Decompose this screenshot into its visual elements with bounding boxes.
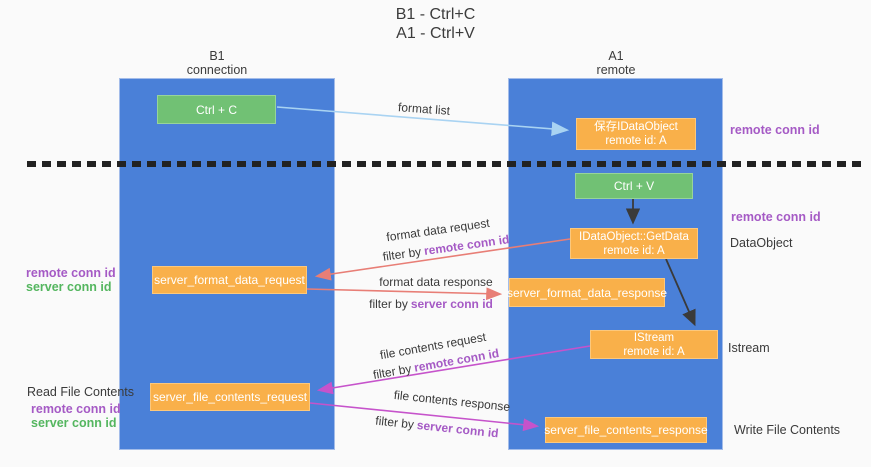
lane-a1-role: remote (596, 63, 636, 77)
getdata-line2: remote id: A (603, 244, 665, 257)
column-header-a1: A1 remote (536, 50, 696, 77)
server-format-data-request-label: server_format_data_request (154, 273, 305, 287)
save-idataobject-line2: remote id: A (605, 135, 667, 147)
istream-box: IStream remote id: A (590, 330, 718, 359)
remote-conn-id-left-1: remote conn id (26, 266, 116, 280)
save-idataobject-line1: 保存IDataObject (594, 121, 678, 133)
remote-conn-id-left-2: remote conn id (31, 402, 121, 416)
format-data-response-arrow (306, 287, 503, 301)
getdata-line1: IDataObject::GetData (579, 230, 689, 243)
save-idataobject-box: 保存IDataObject remote id: A (576, 118, 696, 150)
istream-line1: IStream (633, 331, 675, 344)
format-list-arrow (276, 106, 570, 137)
getdata-to-istream-arrow (665, 258, 696, 327)
istream-line2: remote id: A (623, 345, 685, 358)
diagram-title: B1 - Ctrl+C A1 - Ctrl+V (0, 5, 871, 43)
server-file-contents-response-label: server_file_contents_response (544, 423, 708, 437)
ctrl-c-box: Ctrl + C (157, 95, 276, 124)
read-file-contents-label: Read File Contents (27, 385, 135, 399)
server-file-contents-response-box: server_file_contents_response (544, 417, 708, 443)
column-header-b1: B1 connection (137, 50, 297, 77)
ctrl-v-label: Ctrl + V (613, 179, 655, 193)
write-file-contents-label: Write File Contents (734, 423, 841, 437)
lane-b1-name: B1 (209, 49, 225, 63)
server-conn-id-text: server conn id (410, 297, 493, 311)
ctrl-v-box: Ctrl + V (575, 173, 693, 199)
server-format-data-response-box: server_format_data_response (506, 278, 668, 307)
server-file-contents-request-box: server_file_contents_request (150, 383, 310, 411)
server-format-data-response-label: server_format_data_response (506, 285, 668, 300)
file-contents-response-arrow (309, 402, 540, 432)
filter-by-text: filter by (369, 297, 408, 311)
istream-side-label: Istream (728, 341, 770, 355)
server-conn-id-left-2: server conn id (31, 416, 117, 430)
server-format-data-request-box: server_format_data_request (152, 266, 307, 294)
server-conn-id-left-1: server conn id (26, 280, 112, 294)
lane-a1-name: A1 (608, 49, 624, 63)
ctrl-c-label: Ctrl + C (195, 102, 237, 117)
format-data-request-arrow (314, 238, 571, 281)
dataobject-label: DataObject (730, 236, 793, 250)
title-line-2: A1 - Ctrl+V (396, 25, 475, 42)
format-data-response-label: format data response (379, 275, 493, 289)
remote-conn-id-right-1: remote conn id (730, 123, 820, 137)
file-contents-request-arrow (316, 345, 591, 395)
server-file-contents-request-label: server_file_contents_request (152, 390, 308, 404)
remote-conn-id-right-2: remote conn id (731, 210, 821, 224)
title-line-1: B1 - Ctrl+C (395, 6, 476, 23)
idataobject-getdata-box: IDataObject::GetData remote id: A (570, 228, 698, 259)
lane-b1-role: connection (186, 63, 248, 77)
